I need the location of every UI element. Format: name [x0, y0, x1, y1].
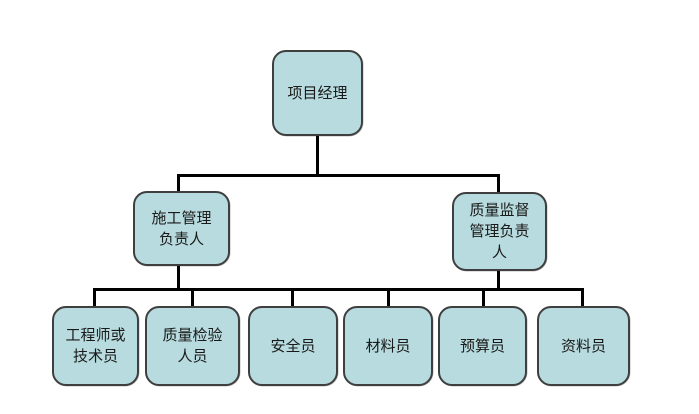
org-node-document-officer: 资料员	[537, 306, 630, 386]
org-node-quality-supervision-management-leader: 质量监督 管理负责 人	[452, 192, 547, 271]
connector-level3-bar	[93, 288, 584, 291]
org-node-project-manager: 项目经理	[272, 50, 363, 136]
org-node-engineer-or-technician: 工程师或 技术员	[52, 306, 139, 386]
connector-level2-bar	[177, 174, 500, 177]
connector-level3-drop-3	[291, 288, 294, 308]
connector-quality-stem	[497, 270, 500, 290]
connector-root-stem	[316, 135, 319, 176]
org-node-material-officer: 材料员	[343, 306, 433, 386]
connector-level2-drop-right	[497, 174, 500, 193]
org-node-construction-management-leader: 施工管理 负责人	[133, 191, 230, 266]
connector-level3-drop-5	[482, 288, 485, 308]
org-node-budget-officer: 预算员	[438, 306, 527, 386]
org-node-quality-inspection-staff: 质量检验 人员	[145, 306, 240, 386]
connector-level3-drop-2	[191, 288, 194, 308]
org-node-safety-officer: 安全员	[248, 306, 338, 386]
connector-level3-drop-6	[581, 288, 584, 308]
connector-level3-drop-1	[93, 288, 96, 308]
connector-level2-drop-left	[177, 174, 180, 192]
connector-level3-drop-4	[387, 288, 390, 308]
connector-construction-stem	[177, 265, 180, 290]
